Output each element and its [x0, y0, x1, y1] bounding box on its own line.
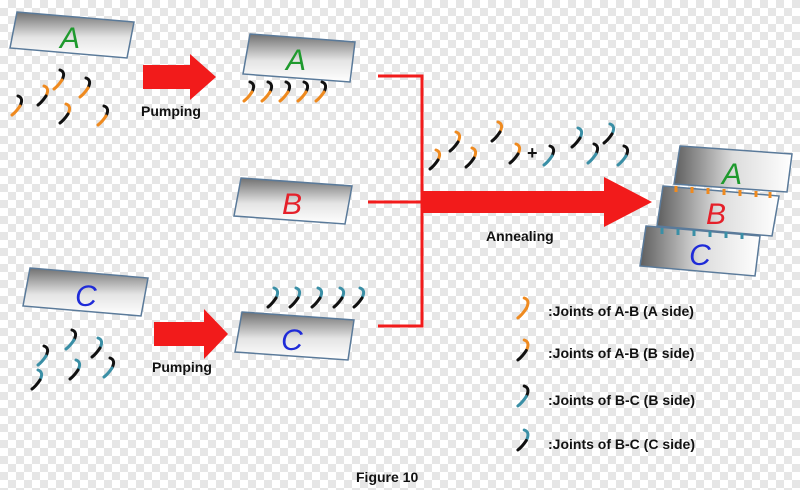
legend: :Joints of A-B (A side) :Joints of A-B (…	[516, 296, 695, 452]
plate-c-pumped-letter: C	[281, 324, 303, 357]
legend-item: :Joints of B-C (C side)	[516, 428, 695, 452]
joint-squiggle	[428, 148, 442, 171]
stack-joints-bc	[660, 228, 744, 239]
joint-squiggle	[332, 286, 346, 309]
plate-c-pumped: C	[234, 311, 355, 361]
joint-squiggle	[616, 144, 630, 167]
joint-squiggle	[78, 76, 92, 99]
joint-squiggle	[516, 384, 530, 408]
figure-caption: Figure 10	[356, 469, 418, 485]
joint-squiggle	[52, 68, 66, 91]
joint-squiggle	[516, 428, 530, 452]
joint-squiggle	[602, 122, 616, 145]
stack-joints-ab	[674, 186, 772, 198]
stack-plate-b: B	[656, 185, 780, 237]
joint-squiggle	[90, 336, 104, 359]
legend-joint-icon	[516, 338, 530, 362]
joint-squiggle	[10, 94, 24, 117]
joint-squiggle	[516, 338, 530, 362]
joint-squiggle	[464, 146, 478, 169]
legend-joint-icon	[516, 384, 530, 408]
joint-squiggles	[10, 68, 630, 391]
legend-label: :Joints of A-B (A side)	[548, 303, 694, 319]
legend-joint-icon	[516, 428, 530, 452]
pumping-arrow-bottom	[154, 309, 228, 359]
joint-squiggle	[64, 328, 78, 351]
joint-squiggle	[516, 296, 530, 320]
plate-a-initial-letter: A	[58, 22, 80, 55]
legend-joint-icon	[516, 296, 530, 320]
pumping-label-top: Pumping	[141, 103, 201, 119]
plate-a-pumped: A	[242, 33, 356, 83]
legend-item: :Joints of B-C (B side)	[516, 384, 695, 408]
joint-squiggle	[296, 80, 310, 103]
joint-squiggle	[448, 130, 462, 153]
joint-squiggle	[102, 356, 116, 379]
joint-squiggle	[278, 80, 292, 103]
pumping-label-bottom: Pumping	[152, 359, 212, 375]
collector-bracket	[368, 74, 424, 328]
stack-plate-c: C	[639, 225, 761, 277]
joint-squiggle	[30, 368, 44, 391]
joint-squiggle	[542, 144, 556, 167]
joint-squiggle	[36, 344, 50, 367]
stack-plate-a-letter: A	[720, 158, 742, 191]
joint-squiggle	[242, 80, 256, 103]
legend-item: :Joints of A-B (A side)	[516, 296, 694, 320]
pumping-arrow-top	[143, 54, 216, 100]
stack-plate-b-letter: B	[706, 198, 726, 231]
joint-squiggle	[310, 286, 324, 309]
joint-squiggle	[490, 120, 504, 143]
joint-squiggle	[266, 286, 280, 309]
stack-plate-a: A	[673, 145, 793, 193]
plate-a-initial: A	[9, 11, 135, 59]
joint-squiggle	[570, 126, 584, 149]
plate-b-middle-letter: B	[282, 188, 302, 221]
legend-label: :Joints of B-C (B side)	[548, 392, 695, 408]
joint-squiggle	[352, 286, 366, 309]
joint-squiggle	[96, 104, 110, 127]
joint-squiggle	[260, 80, 274, 103]
joint-squiggle	[508, 142, 522, 165]
joint-squiggle	[58, 102, 72, 125]
joint-squiggle	[314, 80, 328, 103]
annealing-arrow	[422, 177, 652, 227]
joint-squiggle	[36, 84, 50, 107]
joint-squiggle	[288, 286, 302, 309]
joint-squiggle	[586, 142, 600, 165]
joint-squiggle	[68, 358, 82, 381]
legend-item: :Joints of A-B (B side)	[516, 338, 694, 362]
plate-b-middle: B	[233, 177, 353, 225]
plate-c-initial-letter: C	[75, 280, 97, 313]
stack-plate-c-letter: C	[689, 239, 711, 272]
legend-label: :Joints of A-B (B side)	[548, 345, 694, 361]
plus-sign: +	[527, 143, 538, 163]
annealing-label: Annealing	[486, 228, 554, 244]
legend-label: :Joints of B-C (C side)	[548, 436, 695, 452]
plate-a-pumped-letter: A	[284, 44, 306, 77]
plate-c-initial: C	[22, 267, 149, 317]
